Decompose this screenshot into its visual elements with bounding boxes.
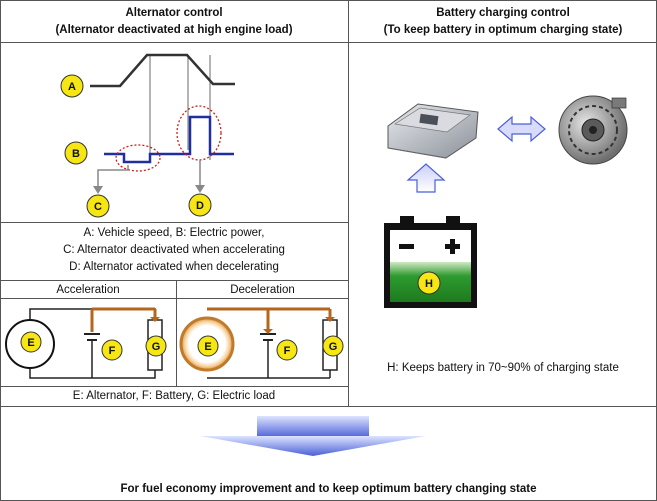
alternator-image [558, 95, 628, 165]
circuit-label-f-accel: F [109, 345, 116, 357]
accel-current-arrow [150, 317, 160, 322]
pointer-c [97, 165, 129, 188]
control-module-image [387, 103, 479, 159]
double-arrow [497, 115, 546, 143]
right-panel-caption: H: Keeps battery in 70~90% of charging s… [387, 362, 619, 374]
decel-load-arrow [325, 317, 335, 322]
right-panel-subtitle: (To keep battery in optimum charging sta… [383, 24, 623, 36]
circuit-label-g-decel: G [329, 341, 338, 353]
left-panel-subtitle: (Alternator deactivated at high engine l… [55, 24, 293, 36]
badge-f-accel [101, 339, 123, 361]
badge-c [86, 194, 110, 218]
footer-down-arrow [200, 416, 426, 456]
activated-highlight [176, 105, 222, 161]
circuit-caption: E: Alternator, F: Battery, G: Electric l… [72, 390, 276, 402]
badge-f-decel [276, 339, 298, 361]
right-panel-title: Battery charging control [436, 7, 570, 19]
timing-graph [90, 53, 235, 194]
legend-line-1: A: Vehicle speed, B: Electric power, [83, 227, 265, 239]
graph-label-c: C [94, 201, 102, 213]
legend-line-3: D: Alternator activated when deceleratin… [69, 261, 279, 273]
badge-a [60, 74, 84, 98]
decel-battery-arrow [263, 329, 273, 334]
circuit-label-f-decel: F [284, 345, 291, 357]
battery-minus-sign [399, 244, 414, 249]
acceleration-label: Acceleration [56, 284, 120, 296]
badge-d [188, 193, 212, 217]
graph-label-b: B [72, 148, 80, 160]
left-panel-title: Alternator control [125, 7, 223, 19]
deactivated-highlight [115, 144, 161, 172]
footer-text: For fuel economy improvement and to keep… [120, 483, 537, 495]
circuit-label-e-accel: E [27, 337, 34, 349]
vehicle-speed-line [90, 53, 235, 88]
up-arrow [406, 163, 446, 193]
circuit-label-g-accel: G [152, 341, 161, 353]
badge-g-accel [145, 335, 167, 357]
badge-e-accel [20, 331, 42, 353]
legend-line-2: C: Alternator deactivated when accelerat… [63, 244, 285, 256]
deceleration-label: Deceleration [230, 284, 295, 296]
badge-e-decel [197, 335, 219, 357]
battery-label-h: H [425, 278, 433, 290]
electric-power-line [104, 115, 234, 164]
graph-label-a: A [68, 81, 76, 93]
graph-label-d: D [196, 200, 204, 212]
badge-h [417, 271, 441, 295]
badge-g-decel [322, 335, 344, 357]
circuit-label-e-decel: E [204, 341, 211, 353]
badge-b [64, 141, 88, 165]
